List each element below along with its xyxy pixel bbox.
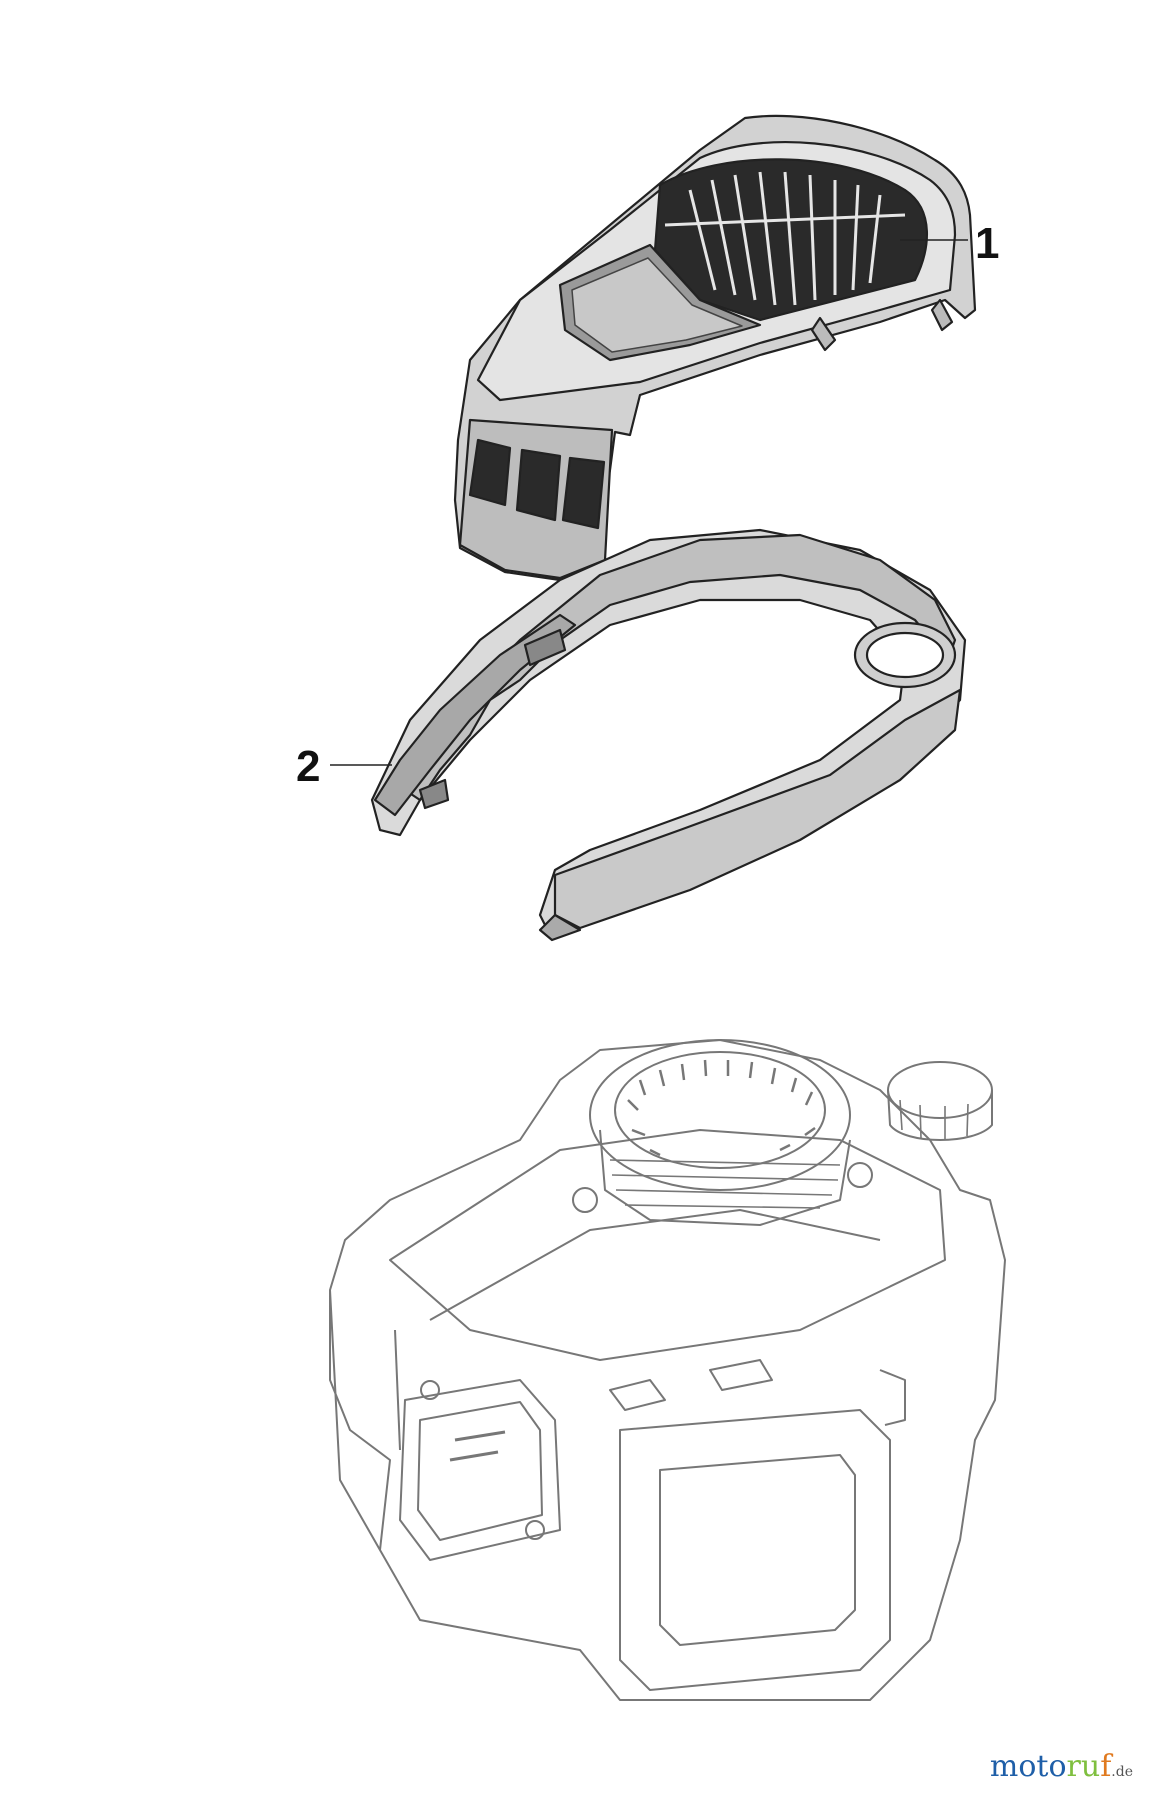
watermark-part-b: ru	[1066, 1749, 1101, 1784]
callout-1: 1	[975, 219, 1000, 268]
top-cover-part	[453, 114, 977, 582]
watermark-logo: motoruf.de	[990, 1752, 1133, 1782]
shroud-part	[370, 528, 967, 942]
callout-2: 2	[296, 742, 321, 791]
engine-outline	[329, 1039, 1006, 1701]
watermark-tld: .de	[1111, 1764, 1133, 1780]
watermark-part-c: f	[1100, 1749, 1112, 1784]
watermark-part-a: moto	[989, 1749, 1067, 1784]
